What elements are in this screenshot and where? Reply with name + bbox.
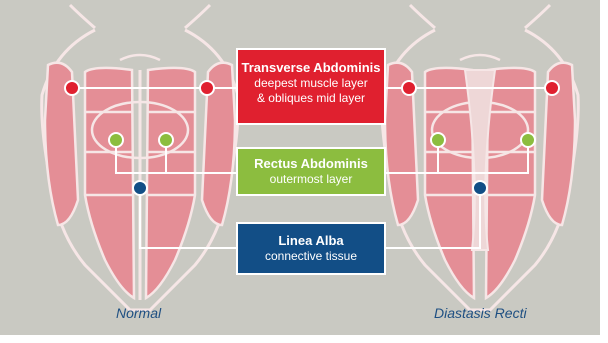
transverse-title: Transverse Abdominis (238, 60, 384, 76)
diagram-canvas: Transverse Abdominis deepest muscle laye… (0, 0, 600, 335)
torso-normal (42, 5, 239, 310)
torso-diastasis (382, 5, 579, 310)
rectus-line1: outermost layer (238, 172, 384, 187)
transverse-label-box: Transverse Abdominis deepest muscle laye… (236, 48, 386, 125)
linea-title: Linea Alba (238, 233, 384, 249)
linea-line1: connective tissue (238, 249, 384, 264)
linea-label-box: Linea Alba connective tissue (236, 222, 386, 275)
caption-diastasis: Diastasis Recti (434, 305, 527, 321)
transverse-line2: & obliques mid layer (238, 91, 384, 106)
rectus-title: Rectus Abdominis (238, 156, 384, 172)
caption-normal: Normal (116, 305, 161, 321)
transverse-line1: deepest muscle layer (238, 76, 384, 91)
rectus-label-box: Rectus Abdominis outermost layer (236, 147, 386, 196)
